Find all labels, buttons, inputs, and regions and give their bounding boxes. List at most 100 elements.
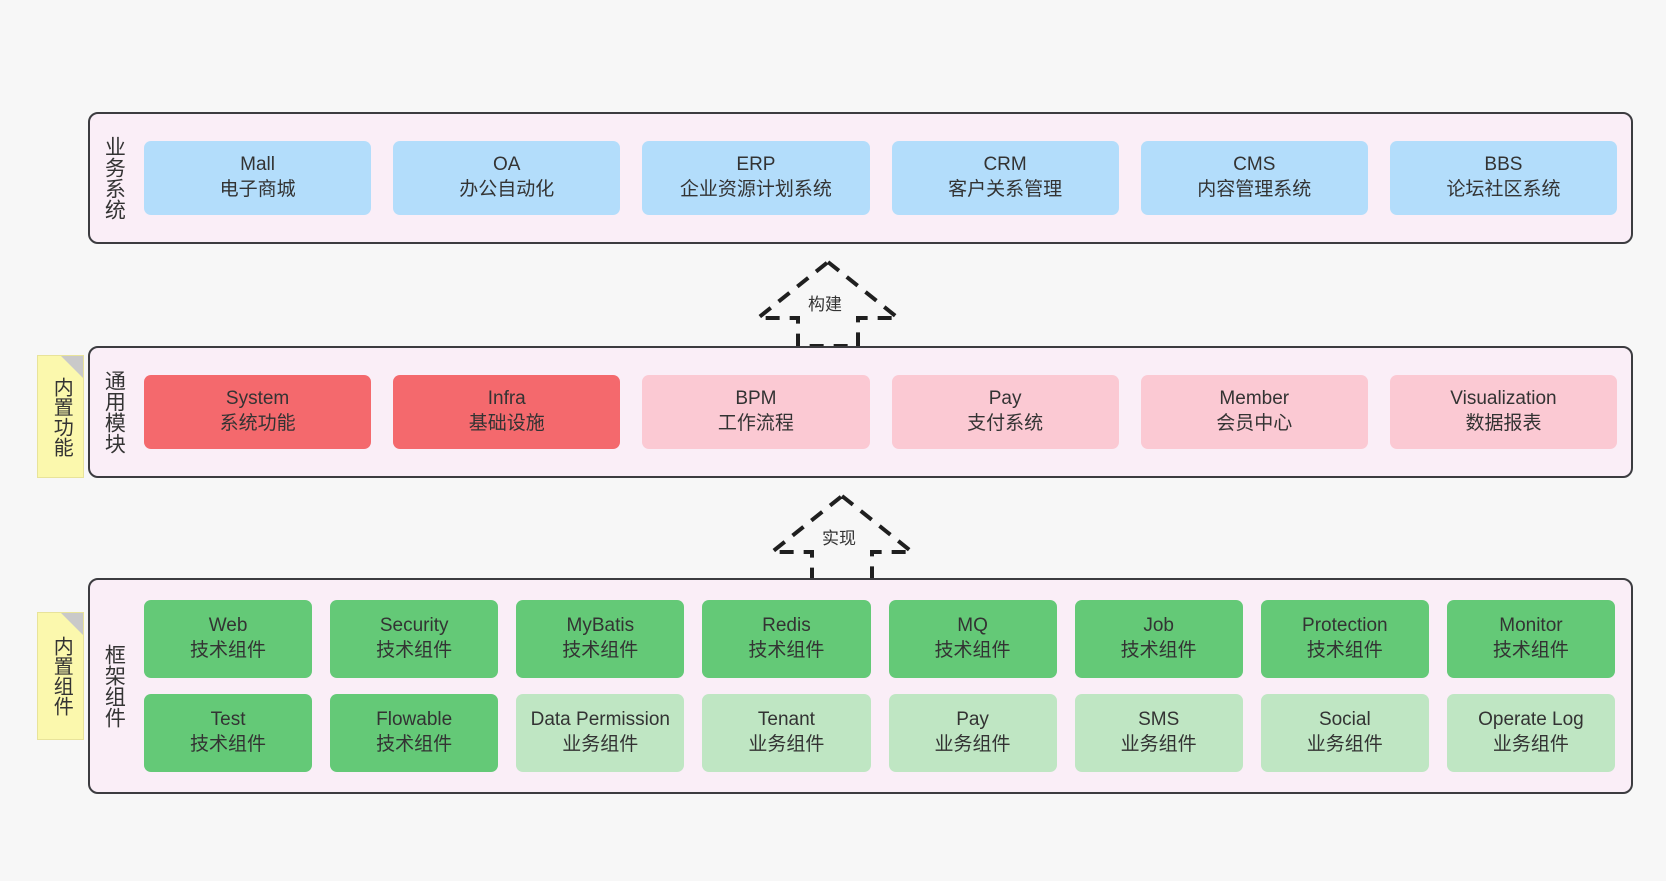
node-title: MQ	[957, 615, 988, 637]
node-title: Monitor	[1499, 615, 1563, 637]
node-erp[interactable]: ERP 企业资源计划系统	[642, 141, 870, 215]
node-title: Flowable	[376, 709, 453, 731]
node-pay[interactable]: Pay 支付系统	[891, 375, 1119, 449]
node-bbs[interactable]: BBS 论坛社区系统	[1389, 141, 1618, 215]
layer-row: System 系统功能 Infra 基础设施 BPM 工作流程 Pay 支付系统…	[144, 375, 1618, 449]
layer-common-module[interactable]: 通用模块 System 系统功能 Infra 基础设施 BPM 工作流程 Pay…	[88, 346, 1633, 478]
node-tenant[interactable]: Tenant 业务组件	[702, 694, 871, 772]
layer-business-system[interactable]: 业务系统 Mall 电子商城 OA 办公自动化 ERP 企业资源计划系统 CRM…	[88, 112, 1633, 244]
node-title: Tenant	[757, 709, 815, 731]
node-subtitle: 技术组件	[562, 640, 639, 661]
node-subtitle: 工作流程	[717, 413, 794, 434]
node-title: Social	[1318, 709, 1371, 731]
node-subtitle: 客户关系管理	[948, 179, 1063, 200]
note-builtin-components: 内置组件	[37, 612, 84, 740]
node-subtitle: 数据报表	[1465, 413, 1542, 434]
node-title: Data Permission	[530, 709, 670, 731]
node-title: Test	[210, 709, 246, 731]
node-title: BBS	[1484, 154, 1523, 176]
node-data-permission[interactable]: Data Permission 业务组件	[516, 694, 685, 772]
node-title: Mall	[240, 154, 275, 176]
node-visualization[interactable]: Visualization 数据报表	[1389, 375, 1618, 449]
node-subtitle: 办公自动化	[459, 179, 555, 200]
node-subtitle: 技术组件	[1306, 640, 1383, 661]
node-pay-business[interactable]: Pay 业务组件	[888, 694, 1057, 772]
node-test[interactable]: Test 技术组件	[144, 694, 313, 772]
node-subtitle: 技术组件	[748, 640, 825, 661]
node-title: MyBatis	[566, 615, 635, 637]
node-cms[interactable]: CMS 内容管理系统	[1140, 141, 1368, 215]
node-subtitle: 技术组件	[190, 640, 267, 661]
node-infra[interactable]: Infra 基础设施	[393, 375, 621, 449]
node-title: Pay	[988, 388, 1022, 410]
node-sms[interactable]: SMS 业务组件	[1074, 694, 1243, 772]
node-subtitle: 基础设施	[468, 413, 545, 434]
layer-framework-component[interactable]: 框架组件 Web 技术组件 Security 技术组件 MyBatis 技术组件…	[88, 578, 1633, 794]
connector-implement-label: 实现	[822, 529, 856, 548]
node-monitor[interactable]: Monitor 技术组件	[1446, 600, 1615, 678]
node-title: Visualization	[1450, 388, 1557, 410]
connector-build-arrow	[752, 259, 904, 348]
node-title: ERP	[736, 154, 776, 176]
node-subtitle: 业务组件	[1120, 734, 1197, 755]
node-mq[interactable]: MQ 技术组件	[888, 600, 1057, 678]
node-bpm[interactable]: BPM 工作流程	[642, 375, 870, 449]
node-subtitle: 企业资源计划系统	[679, 179, 832, 200]
node-title: Member	[1219, 388, 1290, 410]
node-title: CRM	[983, 154, 1027, 176]
node-subtitle: 技术组件	[376, 734, 453, 755]
node-title: Pay	[956, 709, 989, 731]
node-protection[interactable]: Protection 技术组件	[1260, 600, 1429, 678]
node-flowable[interactable]: Flowable 技术组件	[330, 694, 499, 772]
node-title: Job	[1143, 615, 1174, 637]
node-subtitle: 业务组件	[562, 734, 639, 755]
node-crm[interactable]: CRM 客户关系管理	[891, 141, 1119, 215]
layer-body-framework: Web 技术组件 Security 技术组件 MyBatis 技术组件 Redi…	[136, 580, 1631, 792]
node-subtitle: 技术组件	[934, 640, 1011, 661]
node-title: System	[225, 388, 290, 410]
node-job[interactable]: Job 技术组件	[1074, 600, 1243, 678]
node-subtitle: 技术组件	[1492, 640, 1569, 661]
node-web[interactable]: Web 技术组件	[144, 600, 313, 678]
node-subtitle: 电子商城	[219, 179, 296, 200]
node-title: Security	[379, 615, 449, 637]
node-mall[interactable]: Mall 电子商城	[144, 141, 372, 215]
node-mybatis[interactable]: MyBatis 技术组件	[516, 600, 685, 678]
node-social[interactable]: Social 业务组件	[1260, 694, 1429, 772]
node-title: Protection	[1302, 615, 1388, 637]
node-system[interactable]: System 系统功能	[144, 375, 372, 449]
node-subtitle: 业务组件	[1306, 734, 1383, 755]
node-subtitle: 技术组件	[1120, 640, 1197, 661]
node-title: Web	[208, 615, 248, 637]
node-title: Redis	[762, 615, 811, 637]
node-subtitle: 会员中心	[1216, 413, 1293, 434]
node-title: SMS	[1138, 709, 1180, 731]
layer-body-common: System 系统功能 Infra 基础设施 BPM 工作流程 Pay 支付系统…	[136, 348, 1631, 476]
node-title: OA	[493, 154, 521, 176]
layer-title-common: 通用模块	[102, 370, 126, 454]
node-operate-log[interactable]: Operate Log 业务组件	[1446, 694, 1615, 772]
node-subtitle: 业务组件	[748, 734, 825, 755]
node-subtitle: 业务组件	[934, 734, 1011, 755]
note-label: 内置功能	[50, 376, 73, 457]
note-label: 内置组件	[50, 636, 73, 716]
node-title: Infra	[487, 388, 526, 410]
node-title: CMS	[1233, 154, 1276, 176]
node-security[interactable]: Security 技术组件	[330, 600, 499, 678]
layer-title-business: 业务系统	[102, 136, 126, 220]
connector-implement-arrow	[766, 493, 918, 582]
node-subtitle: 系统功能	[219, 413, 296, 434]
layer-row: Test 技术组件 Flowable 技术组件 Data Permission …	[144, 694, 1615, 772]
node-subtitle: 技术组件	[190, 734, 267, 755]
node-redis[interactable]: Redis 技术组件	[702, 600, 871, 678]
node-subtitle: 业务组件	[1492, 734, 1569, 755]
connector-build-label: 构建	[808, 295, 842, 314]
node-subtitle: 技术组件	[376, 640, 453, 661]
node-subtitle: 支付系统	[967, 413, 1044, 434]
node-oa[interactable]: OA 办公自动化	[393, 141, 621, 215]
layer-title-framework: 框架组件	[102, 644, 126, 728]
node-member[interactable]: Member 会员中心	[1140, 375, 1368, 449]
node-title: BPM	[735, 388, 777, 410]
note-builtin-functions: 内置功能	[37, 355, 84, 478]
